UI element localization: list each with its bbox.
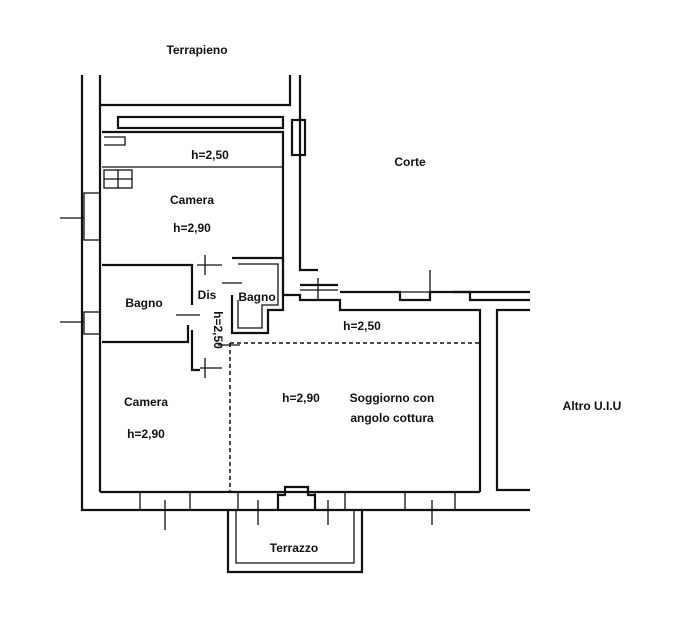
label-terrazzo: Terrazzo — [270, 541, 318, 555]
label-camera-bottom-height: h=2,90 — [127, 427, 165, 441]
label-dis: Dis — [198, 288, 217, 302]
label-camera-top-height: h=2,90 — [173, 221, 211, 235]
label-camera-top: Camera — [170, 193, 214, 207]
label-corte: Corte — [394, 155, 426, 169]
label-dis-height: h=2,50 — [211, 311, 225, 349]
label-bagno-left: Bagno — [125, 296, 162, 310]
label-soggiorno-strip-height: h=2,50 — [343, 319, 381, 333]
label-camera-bottom: Camera — [124, 395, 168, 409]
room-labels: Terrapieno Corte h=2,50 Camera h=2,90 Ba… — [124, 43, 621, 555]
label-terrapieno: Terrapieno — [166, 43, 227, 57]
label-altro-uiu: Altro U.I.U — [563, 399, 622, 413]
label-soggiorno-height: h=2,90 — [282, 391, 320, 405]
walls — [60, 75, 530, 574]
label-bagno-right: Bagno — [238, 290, 275, 304]
label-soggiorno-line2: angolo cottura — [350, 411, 434, 425]
label-top-strip-height: h=2,50 — [191, 148, 229, 162]
label-soggiorno-line1: Soggiorno con — [350, 391, 435, 405]
